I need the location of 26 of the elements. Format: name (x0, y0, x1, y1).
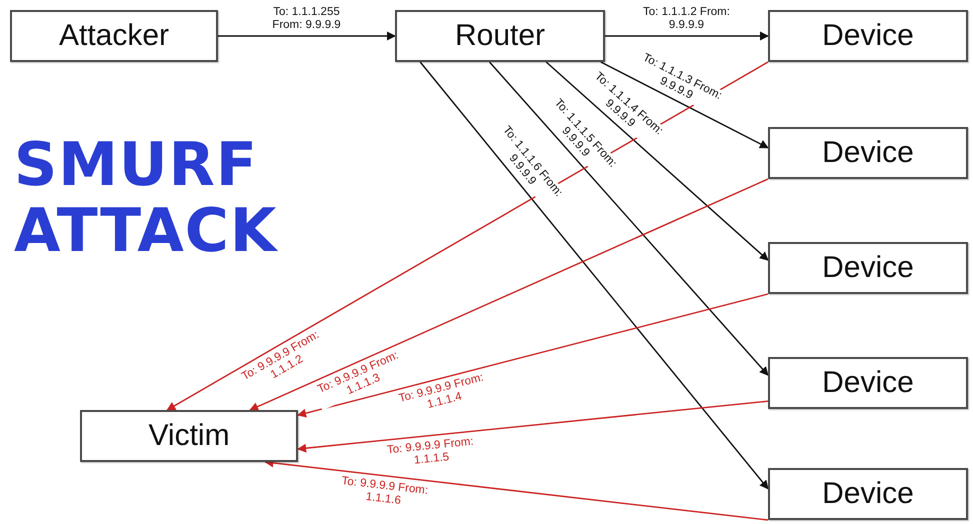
node-label: Device (822, 251, 914, 285)
arrow (218, 32, 396, 40)
node-label: Attacker (58, 19, 170, 53)
node-label: Victim (148, 419, 230, 453)
node-box (768, 357, 968, 409)
node-box (768, 127, 968, 179)
arrow (605, 32, 769, 40)
node-label: Device (822, 366, 914, 400)
arrow (297, 400, 768, 453)
node-box (768, 10, 968, 62)
arrow (249, 178, 768, 411)
diagram-title: SMURF ATTACK (14, 132, 278, 264)
arrow (546, 61, 769, 261)
node-label: Device (822, 477, 914, 511)
arrow (488, 62, 769, 376)
node-label: Router (454, 19, 546, 53)
node-box (768, 242, 968, 294)
node-box (768, 468, 968, 520)
arrow (600, 61, 769, 148)
node-box (395, 10, 605, 62)
node-label: Device (822, 136, 914, 170)
arrow (420, 62, 769, 490)
node-label: Device (822, 19, 914, 53)
node-box (80, 410, 298, 462)
arrow (297, 293, 768, 418)
node-box (10, 10, 218, 62)
